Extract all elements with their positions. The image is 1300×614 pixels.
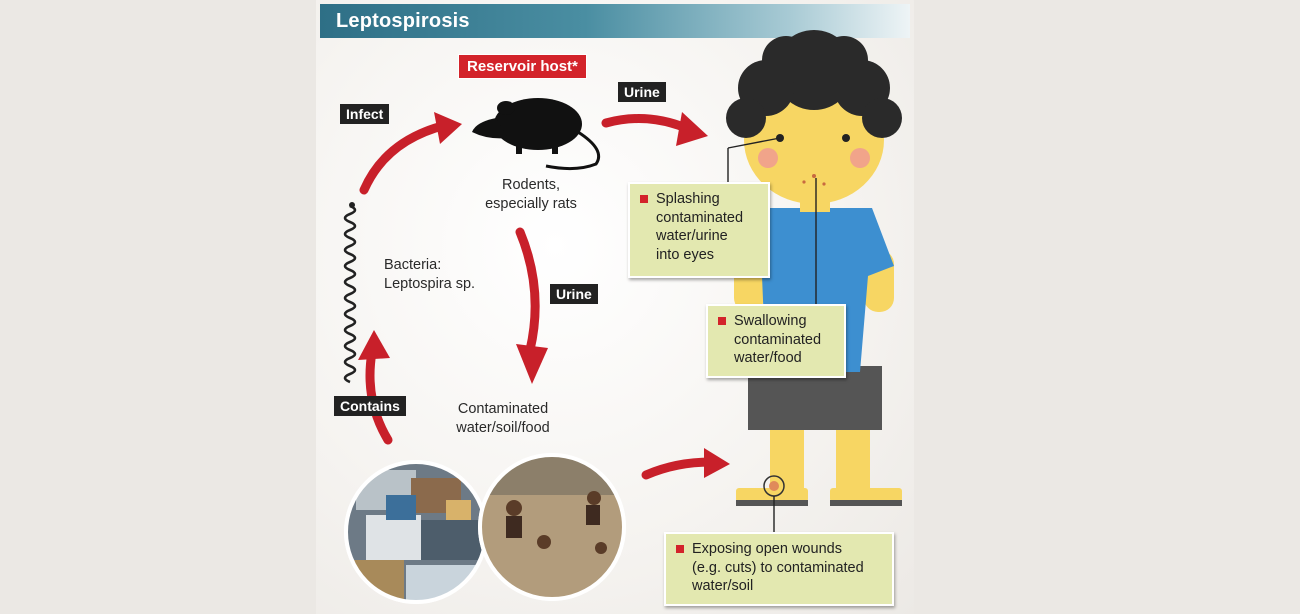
contains-label: Contains	[334, 396, 406, 416]
arrow-urine-down	[515, 227, 540, 355]
callout-wounds-text: Exposing open wounds (e.g. cuts) to cont…	[692, 541, 864, 594]
arrow-urine-right	[601, 114, 691, 133]
flood-photo	[478, 453, 626, 601]
callout-swallow-text: Swallowing contaminated water/food	[734, 313, 822, 366]
garbage-photo	[344, 460, 488, 604]
callout-swallow: Swallowing contaminated water/food	[706, 304, 846, 378]
urine-label-down: Urine	[550, 284, 598, 304]
callout-bullet	[676, 545, 684, 553]
callout-eyes-text: Splashing contaminated water/urine into …	[656, 191, 744, 263]
rat-icon	[472, 98, 601, 171]
arrow-infect	[359, 120, 451, 195]
callout-bullet	[640, 195, 648, 203]
infect-label: Infect	[340, 104, 390, 124]
contaminated-caption: Contaminated water/soil/food	[456, 401, 550, 436]
page-title: Leptospirosis	[336, 10, 470, 32]
bacteria-caption: Bacteria: Leptospira sp.	[384, 257, 476, 292]
callout-eyes: Splashing contaminated water/urine into …	[628, 182, 770, 278]
callout-bullet	[718, 317, 726, 325]
arrow-to-boy	[641, 457, 716, 480]
infographic-panel: Leptospirosis	[316, 0, 914, 614]
boy-illustration	[726, 30, 902, 506]
rodent-caption: Rodents, especially rats	[485, 177, 577, 212]
bacteria-icon	[343, 202, 357, 384]
reservoir-host-label: Reservoir host*	[458, 54, 587, 79]
callout-wounds: Exposing open wounds (e.g. cuts) to cont…	[664, 532, 894, 606]
title-bar: Leptospirosis	[320, 4, 910, 38]
diagram-artwork	[343, 30, 902, 604]
urine-label-right: Urine	[618, 82, 666, 102]
